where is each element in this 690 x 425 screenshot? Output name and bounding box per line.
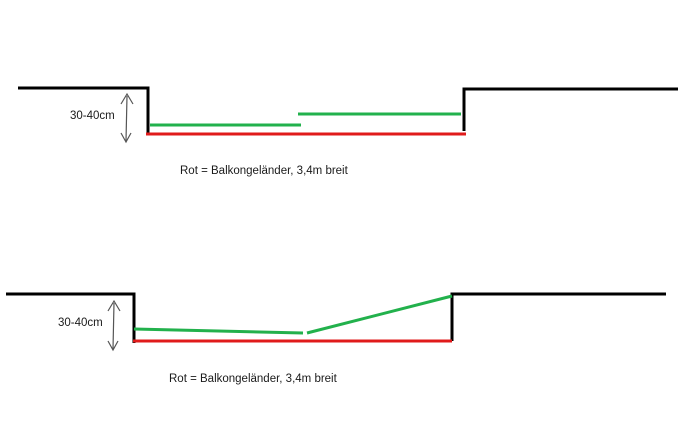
green-board-left — [133, 327, 304, 335]
green-board-diagonal — [306, 294, 453, 335]
height-label: 30-40cm — [70, 110, 115, 122]
diagram-2: 30-40cm Rot = Balkongeländer, 3,4m breit — [6, 292, 666, 385]
left-wall-outline — [18, 86, 150, 133]
right-wall-outline — [450, 292, 666, 341]
right-wall-outline — [462, 87, 678, 131]
height-arrow — [107, 299, 121, 352]
left-wall-outline — [6, 292, 136, 343]
caption: Rot = Balkongeländer, 3,4m breit — [180, 165, 349, 177]
caption: Rot = Balkongeländer, 3,4m breit — [169, 373, 338, 385]
height-label: 30-40cm — [58, 317, 103, 329]
diagram-1: 30-40cm Rot = Balkongeländer, 3,4m breit — [18, 86, 678, 177]
height-arrow — [120, 92, 134, 144]
